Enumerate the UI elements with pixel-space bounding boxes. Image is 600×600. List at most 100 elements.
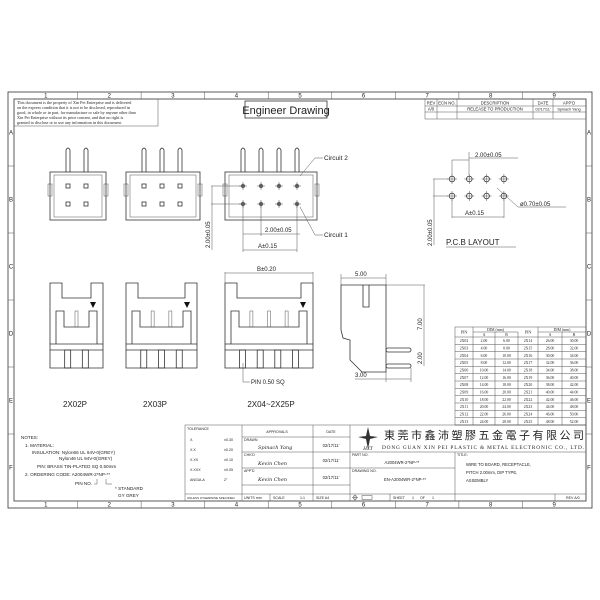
notice-line: good, in whole or in part, for manufactu…	[17, 110, 137, 116]
zone-column-label: 8	[489, 503, 493, 509]
dim-table-cell: 6.00	[481, 354, 488, 358]
zone-row-label: E	[587, 399, 591, 405]
rib	[267, 310, 271, 328]
pin-tail	[276, 147, 282, 172]
pin-slot	[239, 349, 247, 369]
notes: NOTES: 1. MATERIAL: INSULATION: Nylon66 …	[21, 435, 144, 498]
dim-table-cell: 2X24	[524, 413, 533, 417]
dim-table-cell: 8.00	[481, 361, 488, 365]
revision-table: REV ECN NO. DESCRIPTION DATE APP'D A/0 R…	[424, 98, 587, 120]
dim-table-cell: 24.00	[480, 420, 489, 424]
cavity-outline	[131, 310, 192, 344]
zone-column-label: 2	[108, 503, 112, 509]
side-width-dim: 5.00	[355, 272, 367, 278]
latch-left	[222, 183, 228, 197]
contact	[141, 201, 147, 207]
company-name-en: DONG GUAN XIN PEI PLASTIC & METAL ELECTR…	[382, 445, 584, 451]
pcb-layout	[447, 174, 509, 201]
dim-table-cell: 2X17	[524, 361, 533, 365]
dim-table-cell: 30.00	[570, 339, 579, 343]
zone-row-label: A	[587, 131, 591, 137]
dim-table-cell: 26.00	[502, 413, 511, 417]
dim-table-cell: 2X15	[524, 347, 533, 351]
front-view	[224, 282, 314, 369]
note-insulation-2: Nylon46 UL 94V-0(GREY)	[59, 456, 113, 461]
tolerance-label: ANGULA	[190, 478, 205, 482]
scale-value: 1:1	[300, 496, 305, 500]
dim-table-cell: 20.00	[502, 391, 511, 395]
drawn-date: 02/17/11'	[323, 443, 340, 448]
latch-right	[314, 183, 320, 197]
tolerance-value: ±0.10	[224, 458, 233, 462]
housing-inner	[129, 174, 197, 218]
dim-table-cell: 4.00	[481, 347, 488, 351]
dim-table-cell: 30.00	[546, 354, 555, 358]
dim-table-cell: 2X04	[460, 354, 469, 358]
zone-column-label: 1	[44, 94, 48, 100]
housing-front	[224, 282, 314, 369]
notice-line: Xin Pei Enterprise without its prior con…	[17, 115, 124, 121]
dim-table-cell: 2X07	[460, 376, 469, 380]
dim-table-cell: 52.00	[570, 420, 579, 424]
title-label: TITLE:	[457, 453, 468, 457]
rib	[150, 310, 155, 328]
dim-table-cell: 2X19	[524, 376, 533, 380]
side-pitch-dim: 2.00	[418, 352, 424, 364]
dim-table-cell: 2X12	[460, 413, 469, 417]
tolerance-value: 2°	[224, 478, 228, 482]
approved-date: 02/17/11'	[323, 475, 340, 480]
dim-table-cell: 2.00	[481, 339, 488, 343]
zone-column-label: 6	[362, 94, 366, 100]
zone-column-label: 1	[44, 503, 48, 509]
housing-front	[125, 282, 198, 369]
zone-column-label: 6	[362, 503, 366, 509]
note-material: 1. MATERIAL:	[25, 443, 54, 448]
zone-column-label: 9	[553, 503, 557, 509]
dim-table-cell: 2X22	[524, 398, 533, 402]
ecn-header: ECN NO.	[438, 101, 455, 106]
pin-tail	[258, 147, 264, 172]
zone-row-label: B	[9, 198, 13, 204]
part-no-label: PART NO.	[352, 453, 369, 457]
dim-table-cell: 2X25	[524, 420, 533, 424]
sheet-number: 1	[412, 496, 414, 500]
company-logo: HXT	[358, 427, 378, 452]
housing-inner	[53, 174, 103, 218]
dim-table-cell: 2X21	[524, 391, 533, 395]
zone-column-label: 5	[298, 503, 302, 509]
front-view	[49, 282, 104, 369]
dim-table-cell: 2X18	[524, 369, 533, 373]
dim-table-cell: 38.00	[546, 383, 555, 387]
circuit-2-label: Circuit 2	[324, 155, 348, 162]
dim-table-cell: 42.00	[546, 398, 555, 402]
dim-table-cell: 2X11	[460, 405, 468, 409]
dim-table-cell: 28.00	[546, 347, 555, 351]
tolerance-value: ±0.20	[224, 448, 233, 452]
dim-table-pin-header: PIN	[461, 330, 468, 335]
dim-table-cell: 48.00	[546, 420, 555, 424]
dim-table-cell: 2X02	[460, 339, 469, 343]
header-title: Engineer Drawing	[242, 105, 329, 117]
zone-column-label: 8	[489, 94, 493, 100]
front-views	[49, 282, 314, 369]
housing-outline	[49, 171, 107, 221]
pcb-pitch-h-dim: 2.00±0.05	[475, 153, 502, 159]
title-line: PITCH 2.00mm, DIP TYPE,	[466, 470, 517, 475]
contact	[141, 183, 147, 189]
dim-table-cell: 16.00	[502, 376, 511, 380]
zone-column-label: 7	[425, 94, 429, 100]
dim-table-cell: 36.00	[570, 361, 579, 365]
housing-inner	[228, 174, 314, 218]
side-view: 5.00 7.00 2.00 3.00	[340, 272, 425, 382]
note-standard: * STANDARD	[115, 486, 144, 491]
dim-table-cell: 2X05	[460, 361, 469, 365]
pcb-dim-a: A±0.15	[465, 211, 485, 217]
note-pin-no: PIN NO.	[75, 481, 92, 486]
date-header: DATE	[538, 101, 549, 106]
dim-table-cell: 22.00	[480, 413, 489, 417]
zone-row-label: D	[587, 332, 592, 338]
housing-front	[49, 282, 104, 369]
role-drawn: DRAWN	[244, 438, 258, 442]
